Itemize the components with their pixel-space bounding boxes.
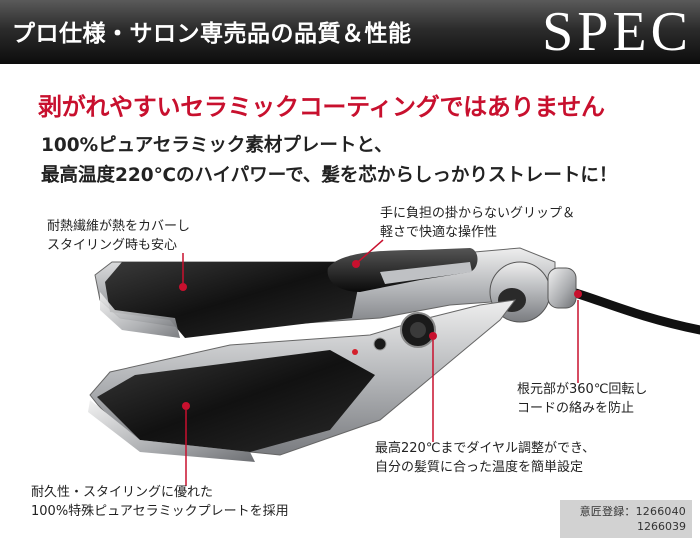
registration-number-2: 1266039	[637, 520, 686, 533]
spec-badge: SPEC	[542, 1, 692, 63]
callout-dial-line-2: 自分の髪質に合った温度を簡単設定	[375, 460, 584, 475]
power-switch	[373, 337, 387, 351]
description-line-1: 100%ピュアセラミック素材プレートと、	[41, 135, 393, 156]
description-line-2: 最高温度220℃のハイパワーで、髪を芯からしっかりストレートに！	[41, 165, 618, 186]
callout-grip-line-1: 手に負担の掛からないグリップ＆	[380, 206, 576, 221]
design-registration-box: 意匠登録：1266040 1266039	[560, 500, 692, 538]
description: 100%ピュアセラミック素材プレートと、 最高温度220℃のハイパワーで、髪を芯…	[41, 131, 617, 191]
header-title: プロ仕様・サロン専売品の品質＆性能	[12, 21, 412, 47]
header-banner: プロ仕様・サロン専売品の品質＆性能 SPEC	[0, 0, 700, 64]
headline: 剥がれやすいセラミックコーティングではありません	[38, 93, 605, 121]
callout-cord-line-2: コードの絡みを防止	[517, 401, 635, 416]
callout-heat-cover-line-1: 耐熱繊維が熱をカバーし	[47, 219, 191, 234]
callout-heat-cover: 耐熱繊維が熱をカバーし スタイリング時も安心	[47, 217, 190, 255]
callout-cord-line-1: 根元部が360℃回転し	[517, 382, 648, 397]
callout-cord: 根元部が360℃回転し コードの絡みを防止	[517, 380, 647, 418]
callout-dial-line-1: 最高220℃までダイヤル調整ができ、	[375, 441, 596, 456]
callout-plate-line-1: 耐久性・スタイリングに優れた	[31, 485, 214, 500]
lower-plate	[97, 350, 375, 452]
callout-plate-line-2: 100%特殊ピュアセラミックプレートを採用	[31, 504, 289, 519]
callout-grip-line-2: 軽さで快適な操作性	[380, 225, 498, 240]
indicator-lamp	[352, 349, 358, 355]
callout-plate: 耐久性・スタイリングに優れた 100%特殊ピュアセラミックプレートを採用	[31, 483, 289, 521]
registration-number-1: 意匠登録：1266040	[579, 505, 686, 518]
callout-grip: 手に負担の掛からないグリップ＆ 軽さで快適な操作性	[380, 204, 575, 242]
callout-dial: 最高220℃までダイヤル調整ができ、 自分の髪質に合った温度を簡単設定	[375, 439, 595, 477]
callout-heat-cover-line-2: スタイリング時も安心	[47, 238, 178, 253]
power-cord	[567, 287, 700, 335]
